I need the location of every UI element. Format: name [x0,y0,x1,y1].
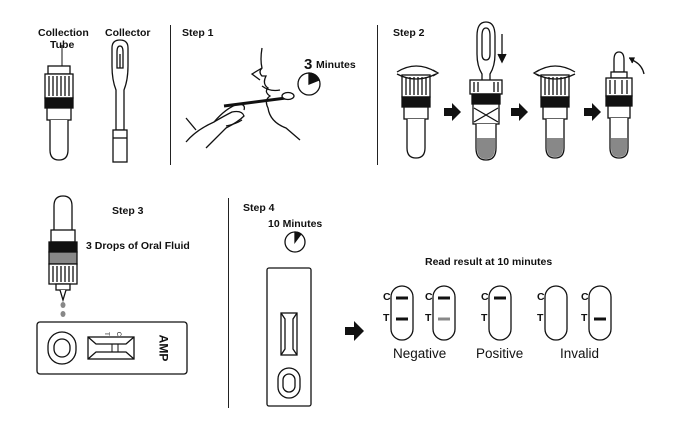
result-inv1-c: C [537,291,545,303]
step4-vertical-cassette-icon [266,267,312,407]
step2-tube-open-icon [396,65,440,159]
collector-icon [111,39,129,163]
collector-label: Collector [105,27,151,39]
result-neg1-c: C [383,291,391,303]
step2-tube-tip-icon [605,51,645,159]
divider-step1 [170,25,171,165]
step3-horizontal-cassette-icon [36,321,188,375]
timer-3-number: 3 [304,56,313,73]
divider-step2 [377,25,378,165]
step3-dropper-tube-icon [48,195,78,317]
timer-10-icon [284,231,306,253]
step3-cassette-t-label: T [102,332,109,336]
step2-tube-with-collector-icon [469,21,507,161]
step3-cassette-drug-label: AMP [156,334,171,362]
timer-10-label: 10 Minutes [268,218,323,230]
result-inv2-c: C [581,291,589,303]
result-pos-c: C [481,291,489,303]
step2-arrows [444,103,601,121]
step1-label: Step 1 [182,27,214,39]
result-neg2-t: T [425,312,432,324]
result-inv1-t: T [537,312,544,324]
result-neg2-c: C [425,291,433,303]
divider-step4 [228,198,229,408]
step3-label: Step 3 [112,205,144,217]
result-inv2-t: T [581,312,588,324]
right-arrow-icon [345,321,364,341]
step3-cassette-c-label: C [115,331,122,337]
read-result-label: Read result at 10 minutes [425,256,553,268]
result-neg1-t: T [383,312,390,324]
result-positive-label: Positive [476,346,524,361]
collection-tube-label: Collection [38,27,89,39]
drops-label: 3 Drops of Oral Fluid [86,240,190,252]
collection-tube-icon [44,45,74,161]
result-negative-label: Negative [393,346,447,361]
result-invalid-label: Invalid [560,346,600,361]
result-pos-t: T [481,312,488,324]
face-with-collector-icon [185,47,321,149]
result-windows [390,285,612,341]
step4-label: Step 4 [243,202,275,214]
step2-label: Step 2 [393,27,425,39]
timer-3-unit: Minutes [316,59,356,71]
step2-tube-closing-icon [532,65,576,159]
